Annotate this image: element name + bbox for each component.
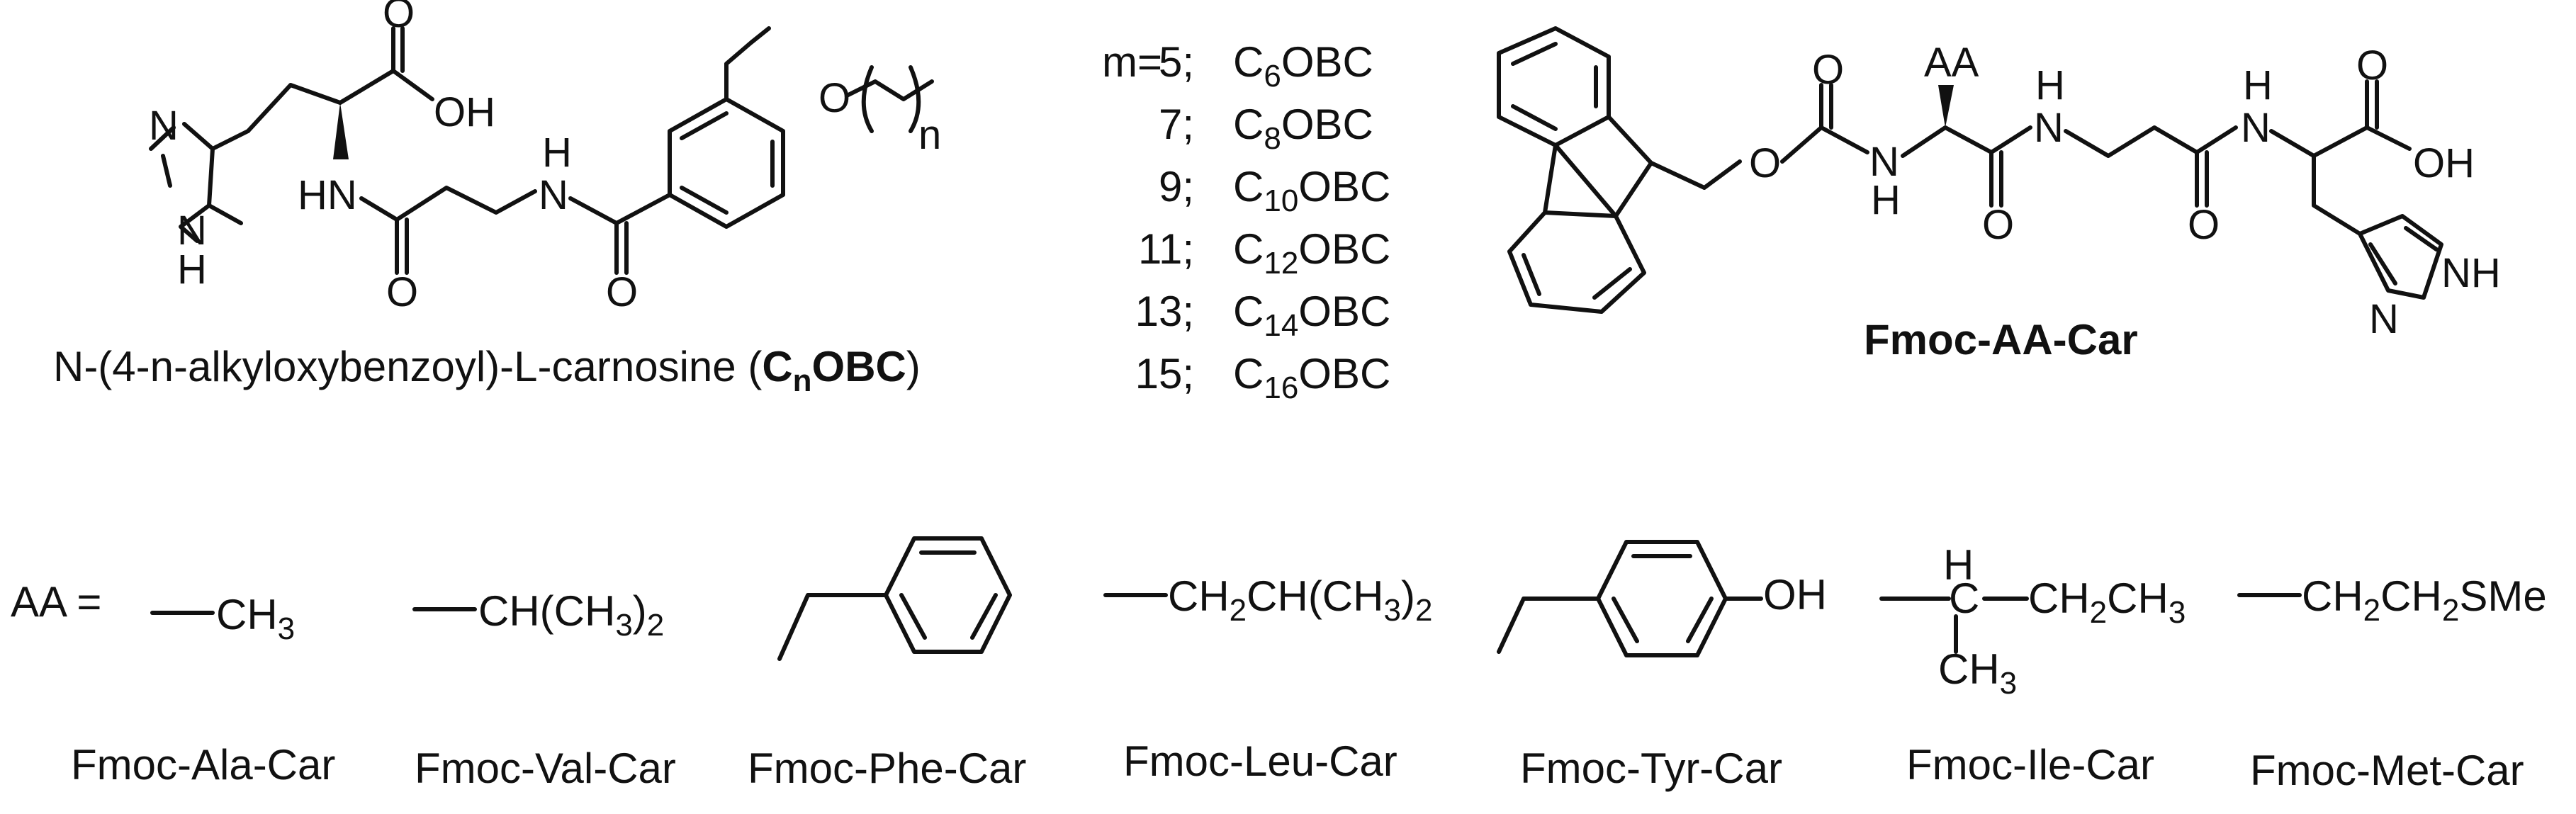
name-fmoc-tyr-car: Fmoc-Tyr-Car [1520, 745, 1782, 792]
aa-prefix: AA = [11, 578, 101, 626]
benzoyl-carbonyl-o-atom: O [606, 269, 638, 315]
amino-acid-side-chains: AA = CH3 CH(CH3)2 CH2CH(CH3)2 OH H C [11, 536, 2547, 794]
imidazole-n-atom: N [2369, 296, 2399, 342]
imidazole-ring [149, 122, 250, 243]
acid-oh-group: OH [2413, 140, 2475, 186]
homologue-m-value: 15; [1135, 350, 1194, 397]
name-fmoc-ala-car: Fmoc-Ala-Car [71, 741, 335, 788]
benzene-ring [614, 97, 785, 229]
side-chain-aa-label: AA [1924, 40, 1979, 86]
carnosine-derivative-structure: N N H O OH HN O N H O O n N-(4-n-alkylox… [53, 0, 941, 398]
ile-methyl-group: CH3 [1938, 645, 2017, 701]
tyr-oh-group: OH [1763, 571, 1827, 618]
histidine-backbone [246, 69, 395, 133]
homologue-m-value: 5; [1159, 38, 1194, 86]
amide-carbonyl-o-atom: O [1982, 202, 2014, 248]
name-fmoc-met-car: Fmoc-Met-Car [2250, 747, 2524, 794]
imidazole-ring [2358, 214, 2443, 300]
homologue-m-value: 9; [1159, 163, 1194, 210]
name-fmoc-val-car: Fmoc-Val-Car [415, 745, 676, 792]
homologue-m-value: 13; [1135, 288, 1194, 335]
tyr-side-chain [1497, 540, 1763, 657]
homologue-abbreviation: C6OBC [1233, 38, 1373, 94]
ala-side-chain: CH3 [216, 591, 295, 646]
acid-carbonyl-bond [391, 26, 405, 73]
homologue-prefix: m= [1102, 38, 1162, 86]
homologue-m-value: 7; [1159, 101, 1194, 148]
benzamide-n-atom: N [539, 172, 568, 218]
homologue-abbreviation: C8OBC [1233, 101, 1373, 156]
histidine-h-atom: H [2243, 62, 2273, 108]
acid-carbonyl-o-atom: O [383, 0, 415, 36]
fmoc-nh-n-atom: N [1869, 139, 1899, 185]
histidine-n-atom: N [2241, 105, 2271, 151]
carbamate-o-atom: O [1749, 140, 1781, 186]
homologue-abbreviation: C14OBC [1233, 288, 1390, 343]
stereo-wedge-bond [333, 103, 349, 159]
met-side-chain: CH2CH2SMe [2302, 572, 2547, 628]
amide-h-atom: H [2035, 62, 2065, 108]
beta-alanine-chain [359, 186, 537, 222]
chain-index-n: n [918, 112, 941, 158]
homologue-m-value: 11; [1138, 225, 1194, 273]
amide-n-atom: N [2034, 105, 2064, 151]
carbamate-carbonyl-o-atom: O [1812, 47, 1844, 93]
acid-carbonyl-o-atom: O [2356, 43, 2388, 89]
imidazole-nh-n-atom: N [177, 208, 207, 254]
ile-ethyl-group: CH2CH3 [2028, 575, 2186, 630]
amide-carbonyl-o-atom: O [386, 269, 418, 315]
fluorene-group [1497, 26, 1742, 314]
second-carbonyl-o-atom: O [2188, 202, 2220, 248]
carnosine-caption: N-(4-n-alkyloxybenzoyl)-L-carnosine (CnO… [53, 343, 921, 398]
homologue-abbreviation: C10OBC [1233, 163, 1390, 218]
imidazole-nh-h-atom: H [177, 247, 207, 293]
phe-side-chain [777, 536, 1012, 661]
name-fmoc-phe-car: Fmoc-Phe-Car [748, 745, 1026, 792]
homologue-list: m= 5; C6OBC 7; C8OBC 9; C10OBC 11; C12OBC 13; C14… [1102, 38, 1390, 405]
ile-h-atom: H [1943, 541, 1974, 589]
val-side-chain: CH(CH3)2 [478, 587, 664, 643]
stereo-wedge-bond [1938, 85, 1954, 128]
homologue-abbreviation: C12OBC [1233, 225, 1390, 281]
imidazole-nh-group: NH [2441, 250, 2501, 296]
imidazole-n-atom: N [149, 103, 179, 149]
fmoc-aa-car-structure: O O N H AA O N H O N H O OH NH N Fmoc-AA… [1497, 26, 2501, 363]
name-fmoc-leu-car: Fmoc-Leu-Car [1123, 737, 1397, 785]
acid-oh-group: OH [434, 89, 495, 135]
fmoc-caption: Fmoc-AA-Car [1864, 316, 2138, 363]
benzamide-h-atom: H [542, 130, 572, 176]
name-fmoc-ile-car: Fmoc-Ile-Car [1906, 741, 2154, 788]
ile-c-atom: C [1949, 575, 1979, 622]
leu-side-chain: CH2CH(CH3)2 [1168, 572, 1432, 628]
amide-hn-group: HN [298, 172, 357, 218]
fmoc-nh-h-atom: H [1871, 177, 1901, 223]
ether-o-atom: O [819, 75, 850, 121]
homologue-abbreviation: C16OBC [1233, 350, 1390, 405]
